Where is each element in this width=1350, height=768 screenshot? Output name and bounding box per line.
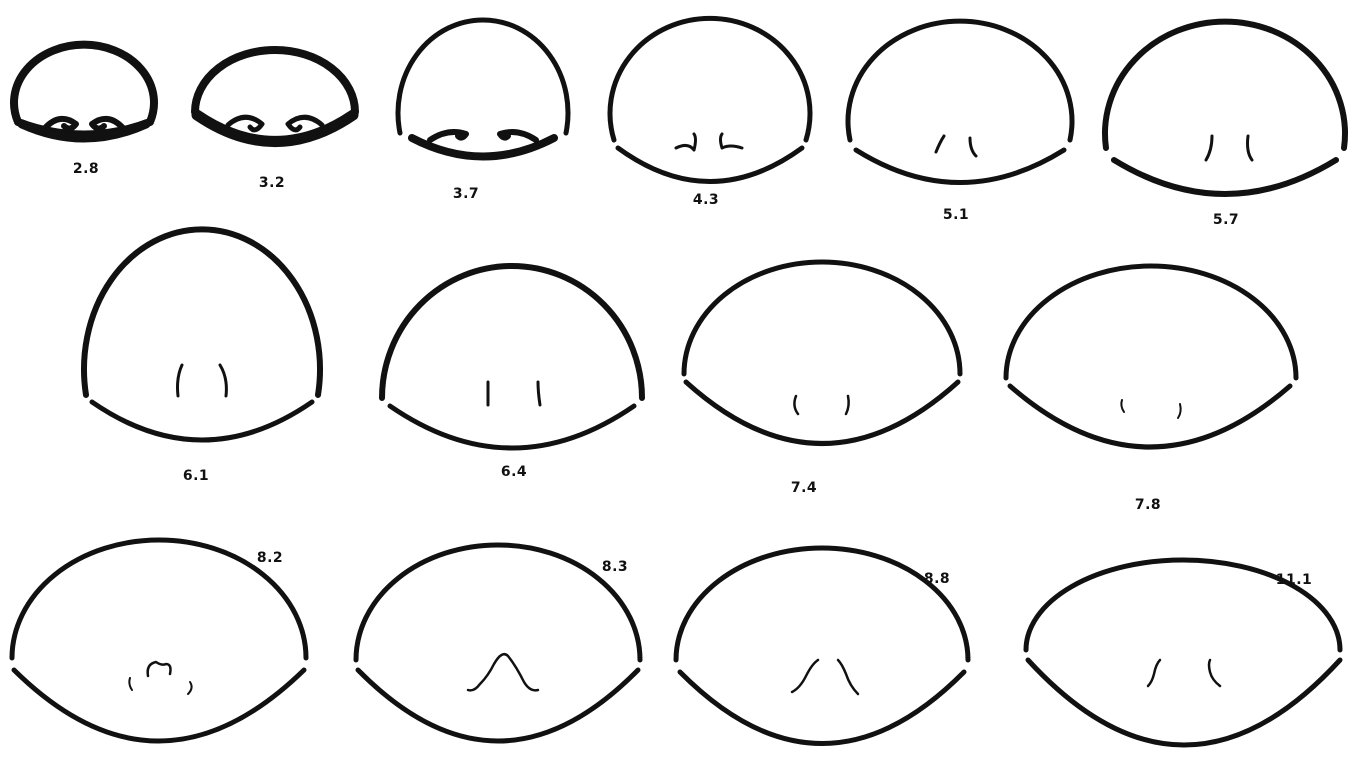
neural-fold-left: [794, 396, 798, 414]
section-8.3: 8.3: [356, 545, 640, 741]
section-ventral-wall: [14, 670, 304, 741]
section-outline: [195, 50, 355, 112]
section-label: 11.1: [1276, 572, 1313, 588]
section-label: 8.8: [924, 571, 950, 587]
section-6.4: 6.4: [382, 266, 642, 480]
section-7.8: 7.8: [1006, 266, 1296, 513]
neural-fold-right: [1178, 404, 1181, 418]
section-ventral-wall: [1010, 386, 1290, 447]
section-label: 4.3: [693, 192, 719, 208]
section-ventral-wall: [618, 148, 802, 182]
neural-fold-right: [220, 365, 226, 396]
section-label: 6.4: [501, 464, 527, 480]
section-dorsal-wall: [356, 545, 640, 660]
section-dorsal-wall: [382, 266, 642, 398]
neural-fold-right: [500, 132, 536, 140]
section-label: 5.7: [1213, 212, 1239, 228]
neural-fold-left: [430, 132, 466, 140]
neural-fold-right: [92, 119, 123, 129]
neural-fold: [468, 654, 538, 690]
section-5.7: 5.7: [1105, 22, 1345, 228]
neural-fold-left: [45, 119, 76, 129]
neural-fold-left: [936, 136, 944, 152]
neural-fold-right: [846, 396, 849, 414]
section-label: 5.1: [943, 207, 969, 223]
section-ventral-wall: [92, 402, 312, 440]
neural-fold-right: [838, 660, 858, 694]
section-4.3: 4.3: [610, 18, 810, 208]
section-label: 8.3: [602, 559, 628, 575]
section-outline: [14, 45, 154, 135]
neural-fold-center: [148, 662, 171, 676]
section-ventral-wall: [680, 672, 964, 744]
section-label: 7.8: [1135, 497, 1161, 513]
section-dorsal-wall: [676, 548, 968, 660]
neural-fold-right: [188, 682, 192, 694]
neural-fold-right: [1248, 136, 1253, 160]
section-ventral-wall: [390, 406, 634, 448]
section-3.2: 3.2: [195, 50, 355, 191]
section-7.4: 7.4: [684, 262, 960, 496]
section-5.1: 5.1: [848, 21, 1072, 223]
section-outline: [398, 20, 568, 133]
neural-fold-right: [721, 134, 743, 148]
section-dorsal-wall: [1006, 266, 1296, 378]
neural-fold-left: [129, 678, 132, 690]
neural-fold-left: [1206, 136, 1212, 160]
neural-fold-left: [1148, 660, 1160, 686]
section-11.1: 11.1: [1026, 560, 1340, 745]
section-dorsal-wall: [848, 21, 1072, 140]
section-6.1: 6.1: [84, 229, 320, 484]
neural-fold-right: [538, 382, 540, 405]
section-ventral-wall: [1028, 660, 1340, 745]
section-label: 7.4: [791, 480, 817, 496]
neural-fold-left: [178, 365, 183, 396]
section-dorsal-wall: [610, 18, 810, 140]
neural-fold-left: [792, 660, 818, 692]
section-label: 3.2: [259, 175, 285, 191]
section-ventral-wall: [1114, 160, 1336, 194]
neural-fold-left: [1121, 400, 1124, 412]
neural-fold-left: [676, 134, 696, 150]
section-label: 2.8: [73, 161, 99, 177]
section-dorsal-wall: [84, 229, 320, 395]
neural-fold-right: [1209, 660, 1220, 686]
section-label: 8.2: [257, 550, 283, 566]
section-3.7: 3.7: [398, 20, 568, 202]
ventral-floor: [197, 115, 353, 142]
section-dorsal-wall: [684, 262, 960, 374]
section-ventral-wall: [358, 670, 638, 741]
section-8.8: 8.8: [676, 548, 968, 744]
section-8.2: 8.2: [12, 540, 306, 741]
section-dorsal-wall: [1105, 22, 1345, 148]
section-label: 6.1: [183, 468, 209, 484]
section-ventral-wall: [686, 382, 958, 444]
section-label: 3.7: [453, 186, 479, 202]
section-ventral-wall: [856, 150, 1064, 183]
neural-fold-right: [970, 138, 976, 156]
section-2.8: 2.8: [14, 45, 154, 177]
